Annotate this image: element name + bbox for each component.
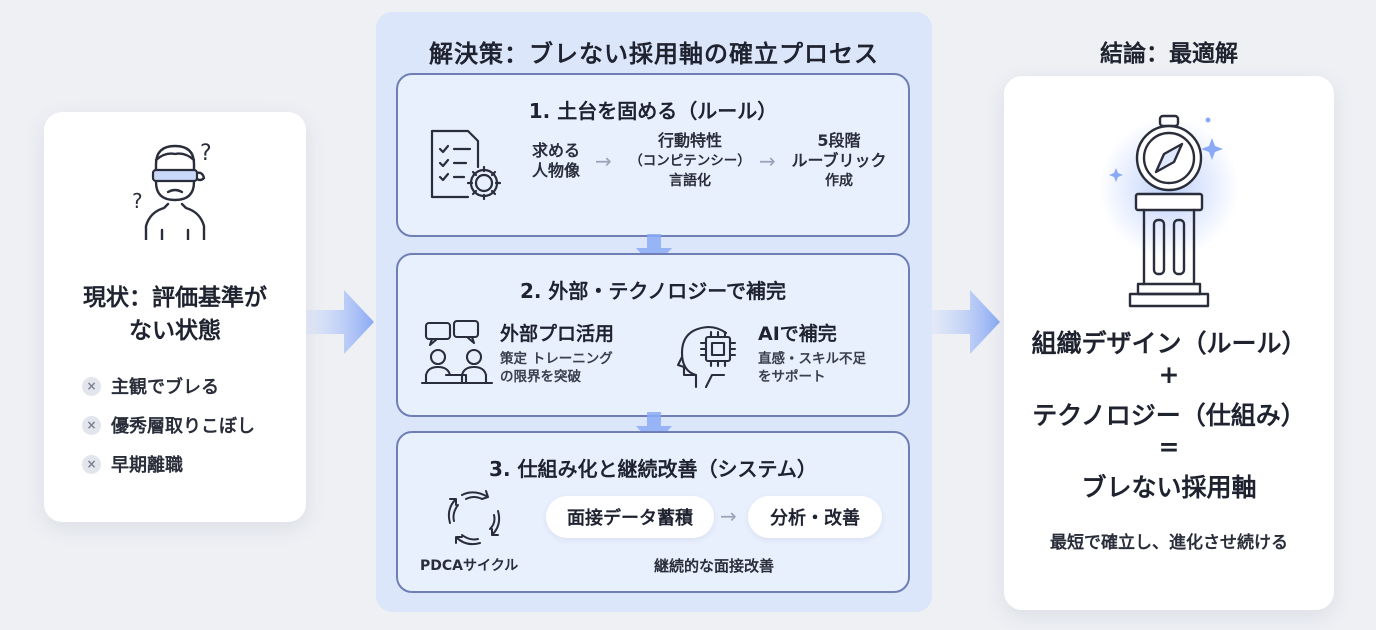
checklist-gear-icon (430, 129, 502, 201)
arrow-down-icon (636, 412, 672, 446)
issue-item: × 主観でブレる (82, 371, 219, 401)
conclusion-caption: 最短で確立し、進化させ続ける (1050, 533, 1288, 553)
step-2-title: 2. 外部・テクノロジーで補完 (519, 279, 787, 303)
compass-pillar-icon (1099, 114, 1239, 308)
svg-text:?: ? (132, 189, 143, 213)
consultation-icon (420, 319, 494, 385)
cycle-arrows-icon (447, 490, 501, 546)
step-1-box: 1. 土台を固める（ルール） 求める 人物像 → 行動特性 （コンピテンシー） … (396, 73, 910, 237)
step-1-title: 1. 土台を固める（ルール） (528, 99, 778, 123)
formula-plus: + (1158, 360, 1180, 389)
arrow-right-icon (306, 290, 374, 354)
flow-arrow-icon: → (720, 504, 737, 528)
issue-item: × 早期離職 (82, 449, 183, 479)
issue-item: × 優秀層取りこぼし (82, 410, 255, 440)
arrow-right-icon (932, 290, 1000, 354)
issue-label: 主観でブレる (111, 377, 219, 398)
formula-technology: テクノロジー（仕組み） (1032, 401, 1306, 430)
step-3-title: 3. 仕組み化と継続改善（システム） (489, 457, 817, 481)
formula-equals: = (1158, 432, 1180, 461)
step-3-box: 3. 仕組み化と継続改善（システム） PDCAサイクル 面接データ蓄積 → 分析… (396, 431, 910, 593)
flow-step-persona: 求める 人物像 (531, 141, 580, 180)
arrow-down-icon (636, 234, 672, 268)
formula-org-design: 組織デザイン（ルール） (1031, 329, 1307, 358)
pill-analysis: 分析・改善 (748, 496, 882, 538)
ai-desc: 直感・スキル不足 をサポート (758, 351, 866, 385)
current-state-title: 現状：評価基準が ない状態 (44, 282, 306, 348)
pill-interview-data: 面接データ蓄積 (546, 496, 714, 538)
title-line-1: 現状：評価基準が (83, 285, 267, 311)
x-icon: × (82, 454, 101, 474)
solution-heading: 解決策：ブレない採用軸の確立プロセス (429, 40, 879, 68)
formula-result: ブレない採用軸 (1081, 473, 1257, 502)
title-line-2: ない状態 (129, 318, 221, 344)
continuous-improvement-caption: 継続的な面接改善 (653, 557, 774, 575)
solution-panel: 解決策：ブレない採用軸の確立プロセス 1. 土台を固める（ルール） 求める 人物… (376, 12, 932, 612)
flow-arrow-icon: → (595, 149, 612, 173)
step-2-box: 2. 外部・テクノロジーで補完 外部プロ活用 策定 トレーニング の限界を突破 (396, 253, 910, 417)
issue-label: 早期離職 (111, 455, 183, 476)
conclusion-heading: 結論：最適解 (1100, 41, 1238, 67)
flow-arrow-icon: → (759, 149, 776, 173)
ai-title: AIで補完 (758, 323, 837, 345)
x-icon: × (82, 376, 101, 396)
current-state-card: ? ? 現状：評価基準が ない状態 × 主観でブレる × 優秀層取りこぼし × … (44, 112, 306, 522)
external-pro-desc: 策定 トレーニング の限界を突破 (500, 351, 613, 385)
blindfolded-person-icon: ? ? (132, 141, 212, 240)
flow-step-rubric: 5段階 ルーブリック 作成 (791, 131, 887, 189)
ai-chip-head-icon (676, 325, 737, 389)
conclusion-card: 組織デザイン（ルール） + テクノロジー（仕組み） = ブレない採用軸 最短で確… (1004, 76, 1334, 610)
svg-text:?: ? (200, 141, 212, 166)
pdca-label: PDCAサイクル (420, 558, 519, 574)
flow-step-competency: 行動特性 （コンピテンシー） 言語化 (629, 131, 751, 189)
x-icon: × (82, 415, 101, 435)
issue-label: 優秀層取りこぼし (111, 416, 255, 437)
external-pro-title: 外部プロ活用 (500, 323, 615, 345)
